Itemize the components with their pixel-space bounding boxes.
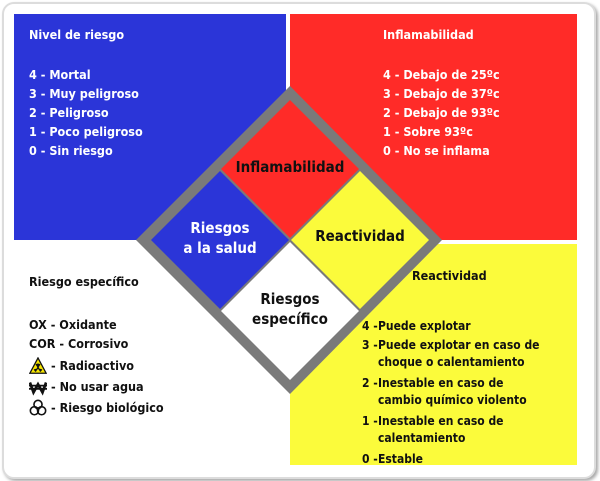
reactivity-item-text: Inestable en caso de calentamiento [378,414,504,445]
reactivity-item-text: Puede explotar [378,319,471,333]
health-item: 4 - Mortal [29,67,91,82]
flammability-item: 2 - Debajo de 93ºc [383,105,500,120]
specific-icon-item: - Radioactivo [29,355,164,376]
no-water-icon [29,381,47,396]
diamond-right-label: Reactividad [315,227,405,245]
flammability-item: 0 - No se inflama [383,143,490,158]
reactivity-item-number: 0 - [362,452,378,466]
health-item: 2 - Peligroso [29,105,109,120]
radioactive-icon [29,356,47,374]
reactivity-item: 2 - Inestable en caso de cambio químico … [362,375,582,409]
specific-icon-text: - No usar agua [51,379,144,394]
reactivity-item-number: 1 - [362,414,378,428]
specific-risk-title: Riesgo específico [29,274,139,289]
diamond-bottom-label: Riesgos específico [230,289,350,329]
flammability-item: 1 - Sobre 93ºc [383,124,473,139]
specific-icon-item: - No usar agua [29,376,164,397]
health-list: 4 - Mortal 3 - Muy peligroso 2 - Peligro… [29,65,143,160]
health-item: 0 - Sin riesgo [29,143,113,158]
reactivity-item: 4 - Puede explotar [362,318,582,335]
diamond-bottom-white [221,242,359,380]
specific-icon-text: - Radioactivo [51,358,134,373]
reactivity-title: Reactividad [412,268,487,283]
reactivity-item-number: 4 - [362,319,378,333]
specific-icon-list: - Radioactivo - No usar agua - Riesgo bi… [29,355,164,418]
diamond-right-yellow [291,171,429,309]
flammability-item: 3 - Debajo de 37ºc [383,86,500,101]
reactivity-item: 3 - Puede explotar en caso de choque o c… [362,337,582,371]
diamond-top-red [221,100,359,238]
biohazard-icon [29,399,47,416]
diamond-bottom-label-line: específico [252,310,328,328]
specific-risk-item: COR - Corrosivo [29,336,129,351]
diamond-bottom-label-line: Riesgos [260,290,320,308]
flammability-item: 4 - Debajo de 25ºc [383,67,500,82]
reactivity-item-text: Estable [378,452,423,466]
reactivity-item: 1 - Inestable en caso de calentamiento [362,413,582,447]
specific-icon-item: - Riesgo biológico [29,397,164,418]
flammability-list: 4 - Debajo de 25ºc 3 - Debajo de 37ºc 2 … [383,65,500,160]
reactivity-list: 4 - Puede explotar 3 - Puede explotar en… [362,318,582,468]
reactivity-item-text: Puede explotar en caso de choque o calen… [378,338,540,369]
diamond-left-label-line: Riesgos [190,219,250,237]
reactivity-item-number: 3 - [362,338,378,352]
specific-risk-item: OX - Oxidante [29,317,117,332]
reactivity-item-number: 2 - [362,376,378,390]
diamond-left-label: Riesgos a la salud [160,218,280,258]
reactivity-item-text: Inestable en caso de cambio químico viol… [378,376,527,407]
diamond-left-blue [151,171,289,309]
specific-icon-text: - Riesgo biológico [51,400,164,415]
diamond-left-label-line: a la salud [183,239,257,257]
health-item: 1 - Poco peligroso [29,124,143,139]
specific-risk-list: OX - Oxidante COR - Corrosivo [29,315,128,353]
health-title: Nivel de riesgo [29,27,125,42]
reactivity-item: 0 - Estable [362,451,582,468]
diamond-top-label: Inflamabilidad [235,158,345,176]
flammability-title: Inflamabilidad [383,27,474,42]
health-item: 3 - Muy peligroso [29,86,139,101]
